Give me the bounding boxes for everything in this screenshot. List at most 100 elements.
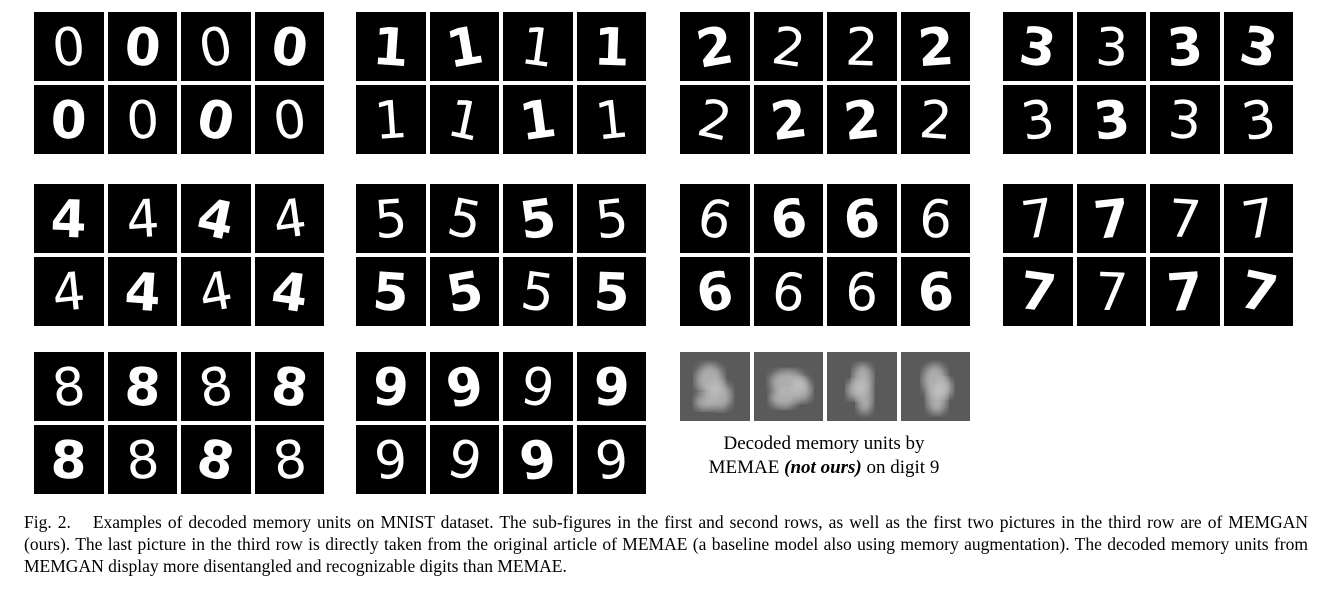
decoded-digit: 6 <box>915 262 955 325</box>
memory-unit-image: 6 <box>680 184 750 253</box>
memory-unit-image: 9 <box>356 352 426 421</box>
memory-unit-image: 3 <box>1003 12 1073 81</box>
decoded-digit: 6 <box>841 188 883 252</box>
decoded-digit: 9 <box>372 430 409 492</box>
memory-unit-image: 1 <box>356 12 426 81</box>
memory-unit-image: 1 <box>429 12 499 81</box>
decoded-digit: 8 <box>124 430 161 492</box>
memory-unit-image: 1 <box>429 85 499 154</box>
decoded-digit: 5 <box>517 261 558 325</box>
memory-unit-image: 3 <box>1076 85 1146 154</box>
memory-unit-image: 5 <box>503 184 573 253</box>
decoded-digit: 9 <box>442 355 488 421</box>
memory-unit-image: 5 <box>429 184 499 253</box>
memory-unit-image: 5 <box>576 184 646 253</box>
memory-unit-image: 4 <box>181 257 251 326</box>
memory-unit-image: 2 <box>680 85 750 154</box>
memory-unit-image: 0 <box>254 12 324 81</box>
memae-memory-unit-image <box>680 352 750 421</box>
memory-unit-image: 8 <box>107 352 177 421</box>
memory-unit-image: 2 <box>753 85 823 154</box>
decoded-digit: 0 <box>50 90 88 151</box>
decoded-digit: 2 <box>768 16 809 80</box>
memory-unit-image: 8 <box>34 352 104 421</box>
decoded-digit: 3 <box>1237 88 1280 153</box>
decoded-digit: 8 <box>267 356 311 421</box>
decoded-digit: 9 <box>371 357 411 420</box>
memory-unit-image: 7 <box>1076 184 1146 253</box>
memory-unit-image: 6 <box>753 184 823 253</box>
decoded-digit: 1 <box>371 17 411 80</box>
memory-unit-image: 5 <box>356 184 426 253</box>
memory-unit-image: 6 <box>827 257 897 326</box>
memory-unit-image: 3 <box>1003 85 1073 154</box>
memory-unit-image: 4 <box>34 184 104 253</box>
decoded-digit: 7 <box>1094 262 1129 323</box>
memory-unit-image: 2 <box>753 12 823 81</box>
memae-memory-unit-image <box>827 352 897 421</box>
decoded-digit: 8 <box>122 357 162 420</box>
figure-caption-text: Examples of decoded memory units on MNIS… <box>24 512 1308 576</box>
decoded-digit: 0 <box>195 15 238 80</box>
decoded-digit: 8 <box>195 355 238 420</box>
decoded-digit: 1 <box>442 15 488 81</box>
memory-unit-image: 2 <box>900 12 970 81</box>
decoded-digit: 3 <box>1234 15 1282 81</box>
memory-unit-image: 0 <box>181 85 251 154</box>
memory-unit-image: 8 <box>254 352 324 421</box>
memory-unit-image: 4 <box>107 184 177 253</box>
memory-unit-image: 8 <box>181 352 251 421</box>
decoded-digit: 6 <box>766 188 810 253</box>
memory-unit-image: 6 <box>827 184 897 253</box>
memae-caption-suffix: on digit 9 <box>866 457 940 478</box>
decoded-digit: 2 <box>692 88 737 154</box>
memory-unit-image: 3 <box>1150 85 1220 154</box>
decoded-digit: 2 <box>766 89 810 154</box>
decoded-digit: 9 <box>592 429 631 492</box>
decoded-digit: 3 <box>1165 17 1205 80</box>
decoded-digit: 2 <box>841 89 883 153</box>
memory-unit-image: 4 <box>34 257 104 326</box>
decoded-digit: 7 <box>1017 188 1058 252</box>
memory-unit-image: 8 <box>107 425 177 494</box>
decoded-digit: 5 <box>371 262 411 325</box>
memory-unit-image: 6 <box>753 257 823 326</box>
memory-unit-image: 4 <box>254 184 324 253</box>
decoded-digit: 2 <box>917 90 954 152</box>
memory-unit-image: 9 <box>503 352 573 421</box>
decoded-digit: 4 <box>269 188 310 252</box>
decoded-digit: 5 <box>592 262 630 323</box>
decoded-digit: 5 <box>442 260 488 326</box>
decoded-digit: 8 <box>49 356 88 419</box>
decoded-digit: 4 <box>122 262 162 325</box>
memory-unit-image: 0 <box>107 12 177 81</box>
decoded-digit: 1 <box>372 90 409 152</box>
memory-unit-image: 8 <box>181 425 251 494</box>
decoded-digit: 0 <box>124 90 161 152</box>
decoded-digit: 6 <box>844 262 879 323</box>
decoded-digit: 7 <box>1234 260 1282 326</box>
decoded-digit: 3 <box>1017 89 1058 153</box>
memory-unit-image: 1 <box>356 85 426 154</box>
decoded-digit: 1 <box>517 16 558 80</box>
decoded-digit: 7 <box>1237 187 1280 252</box>
memae-caption-model: MEMAE <box>708 457 780 478</box>
memory-unit-image: 5 <box>576 257 646 326</box>
memory-unit-image: 9 <box>576 352 646 421</box>
memory-unit-image: 7 <box>1150 184 1220 253</box>
memory-unit-image: 2 <box>680 12 750 81</box>
memae-memory-unit-image <box>900 352 970 421</box>
decoded-digit: 7 <box>1165 262 1205 325</box>
memory-unit-image: 8 <box>34 425 104 494</box>
decoded-digit: 5 <box>592 188 631 251</box>
memory-unit-image: 4 <box>181 184 251 253</box>
decoded-digit: 4 <box>195 260 238 325</box>
memae-caption-line2: MEMAE (not ours) on digit 9 <box>678 456 970 480</box>
decoded-digit: 4 <box>49 261 88 324</box>
memory-unit-image: 3 <box>1223 85 1293 154</box>
decoded-digit: 0 <box>192 88 240 154</box>
